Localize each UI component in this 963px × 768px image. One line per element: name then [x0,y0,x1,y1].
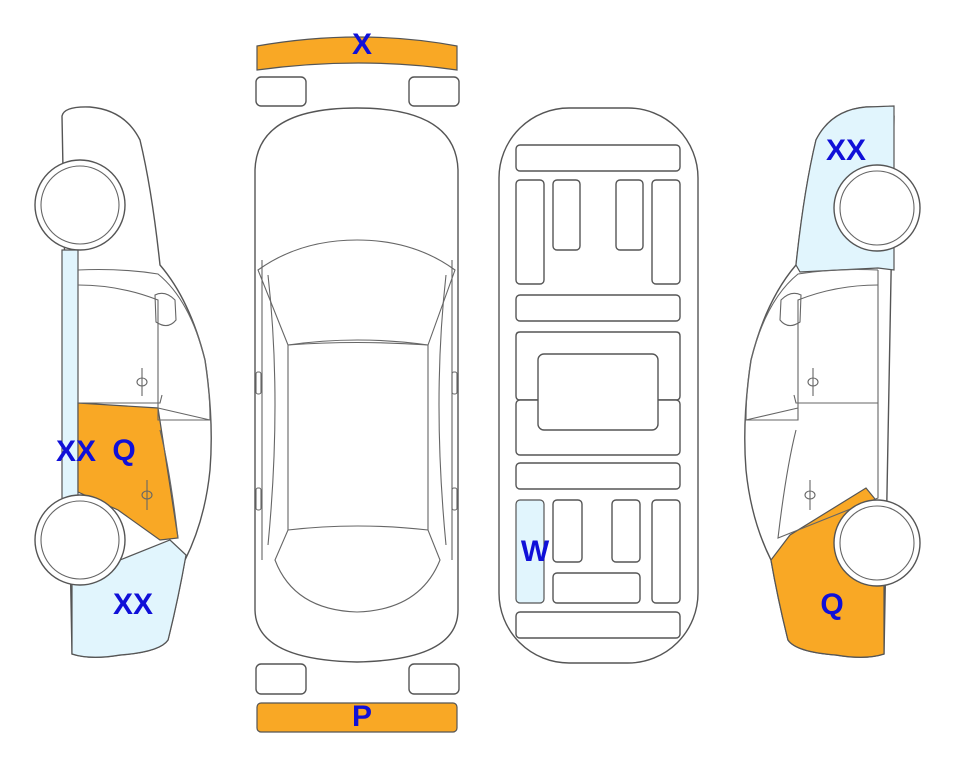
rear-left-tire-top [255,663,307,695]
underbody-rear-bar [515,611,681,639]
right-rear-quarter-label: XX [826,134,866,167]
right-side-view: XX Q [744,105,921,658]
left-rear-door-label: Q [112,434,135,467]
underbody-floor-panel[interactable] [515,499,545,604]
left-side-glass [77,268,211,421]
underbody-panel-b4 [651,499,681,604]
underbody-panel-a4 [651,179,681,285]
rear-right-tire-top [408,663,460,695]
underbody-cross-bar-1 [515,294,681,322]
left-door-handle-rear [141,480,153,510]
underbody-panel-a1 [515,179,545,285]
left-side-mirror [154,292,177,327]
top-view-door-right [451,487,458,511]
front-bumper-label: X [352,28,372,61]
left-rear-wheel-inner [40,165,120,245]
rear-bumper-panel[interactable] [256,702,458,733]
right-side-glass [745,268,879,421]
right-front-wheel-inner [839,505,915,581]
right-door-handle-rear [804,480,816,510]
left-rear-wheel [34,159,126,251]
underbody-view: W [498,107,699,664]
left-side-view: XX Q XX [34,106,212,658]
top-view-door-left [255,487,262,511]
right-front-wheel [833,499,921,587]
top-view-mirror-right [451,371,458,395]
top-view-windshield [257,239,456,346]
top-view-mirror-left [255,371,262,395]
top-view: X P [254,28,460,733]
front-right-tire-top [408,76,460,107]
right-rear-wheel [833,164,921,252]
underbody-panel-a3 [615,179,644,251]
underbody-front-bar [515,144,681,172]
floor-panel-label: W [521,535,550,568]
underbody-center-panel [537,353,659,431]
underbody-panel-b2 [552,499,583,563]
left-front-wheel [34,494,126,586]
right-rear-wheel-inner [839,170,915,246]
right-side-mirror [779,292,802,327]
underbody-panel-a2 [552,179,581,251]
underbody-panel-b5 [552,572,641,604]
top-view-roof [287,341,429,530]
left-rear-quarter-label: XX [56,435,96,468]
right-front-fender-label: Q [820,588,843,621]
rear-bumper-label: P [352,700,372,733]
left-front-wheel-inner [40,500,120,580]
top-view-side-lines [261,260,453,560]
underbody-panel-b3 [611,499,641,563]
top-view-rear-glass [274,525,441,613]
right-side-door-line [745,270,879,539]
left-side-door-line [78,394,211,539]
underbody-cross-bar-2 [515,462,681,490]
left-door-handle-front [136,368,148,396]
front-left-tire-top [255,76,307,107]
left-front-fender-label: XX [113,588,153,621]
front-bumper-panel[interactable] [256,36,458,71]
right-door-handle-front [807,368,819,396]
